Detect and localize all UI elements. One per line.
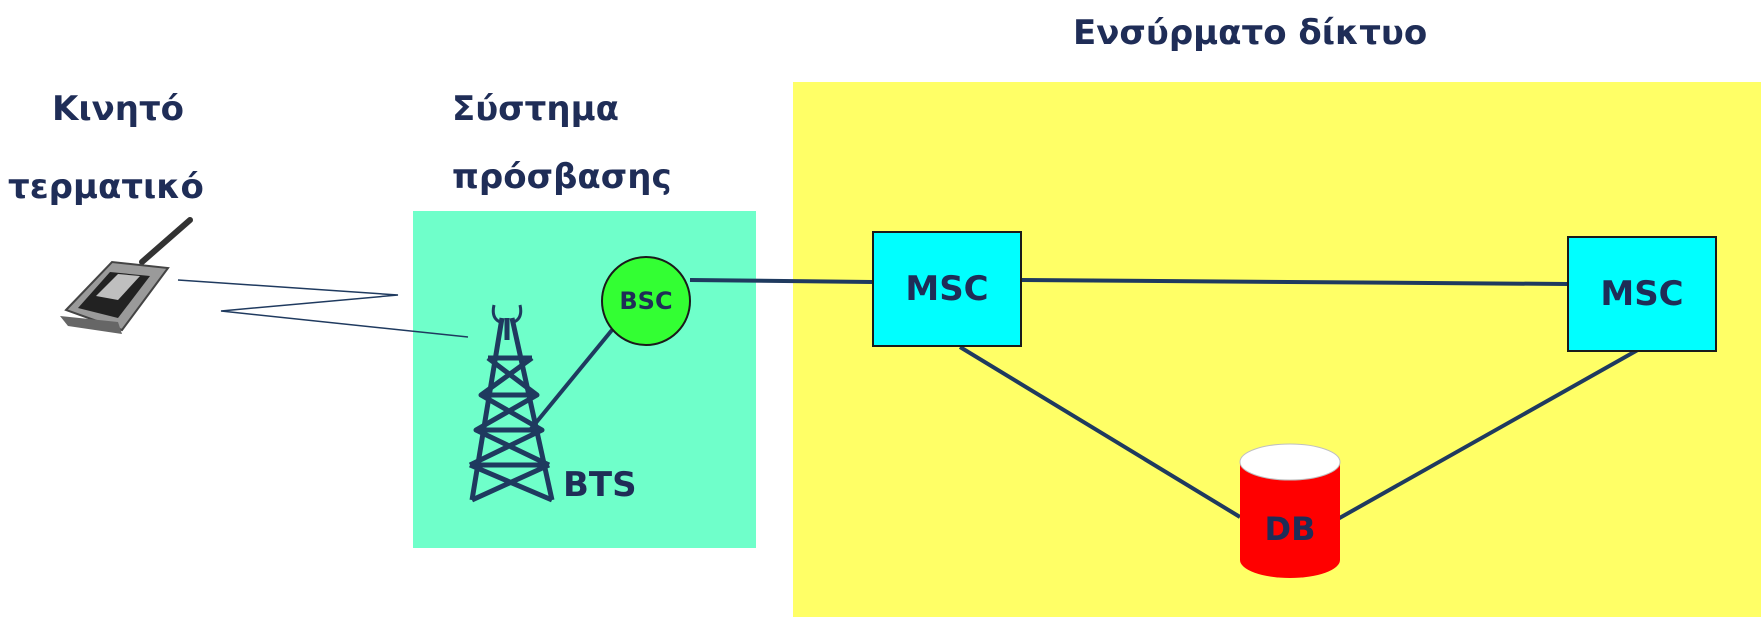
antenna-tower-icon — [468, 304, 555, 503]
link-msc-right-db — [1335, 345, 1644, 522]
bts-label: BTS — [563, 465, 637, 505]
msc-left-node: MSC — [872, 231, 1022, 347]
mobile-phone-icon — [60, 217, 193, 334]
access-system-label-line2: πρόσβασης — [452, 157, 672, 197]
msc-right-node: MSC — [1567, 236, 1717, 352]
mobile-terminal-label-line1: Κινητό — [52, 89, 185, 129]
link-bsc-msc-left — [689, 278, 873, 284]
bsc-node: BSC — [601, 256, 691, 346]
access-system-label-line1: Σύστημα — [452, 89, 619, 129]
mobile-terminal-label-line2: τερματικό — [8, 167, 204, 207]
radio-link — [177, 279, 469, 338]
link-bts-bsc — [528, 328, 614, 432]
link-msc-left-msc-right — [1021, 278, 1568, 286]
wired-network-label: Ενσύρματο δίκτυο — [1073, 13, 1428, 53]
access-system-zone — [413, 211, 756, 548]
db-label: DB — [1265, 510, 1316, 548]
db-node: DB — [1239, 443, 1341, 578]
link-msc-left-db — [958, 345, 1242, 519]
msc-left-label: MSC — [905, 269, 989, 309]
msc-right-label: MSC — [1600, 274, 1684, 314]
bsc-label: BSC — [619, 287, 673, 315]
